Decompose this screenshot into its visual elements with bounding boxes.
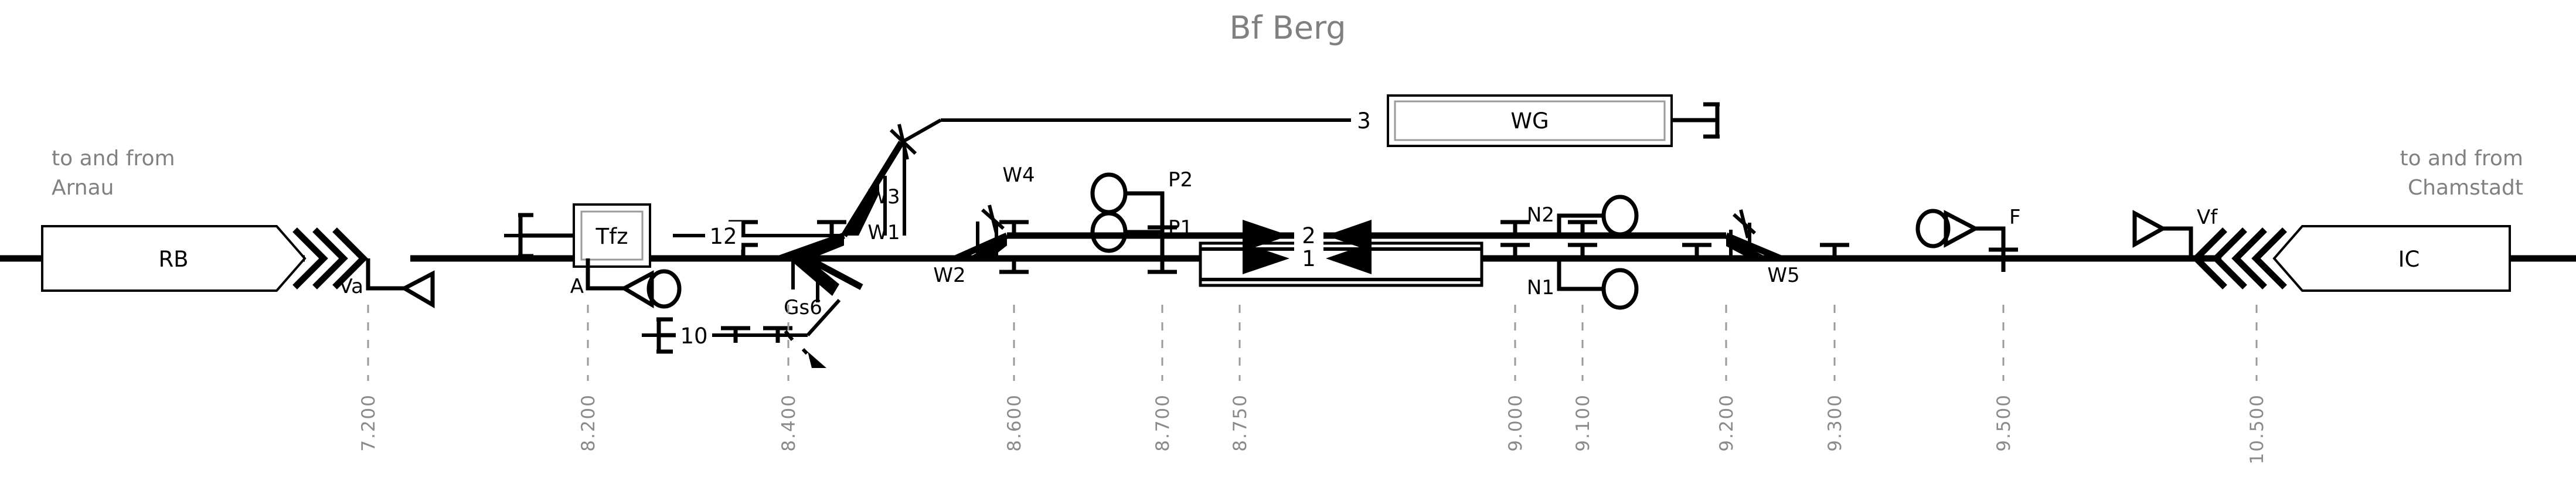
track-1-direction-arrows: [1243, 243, 1372, 274]
signal-p1-label: P1: [1168, 216, 1193, 240]
turnout-w5-label: W5: [1767, 264, 1799, 287]
track-12-label: 12: [709, 224, 737, 249]
track-2-label-bg: [1294, 222, 1323, 249]
km-marker: 9.500: [1993, 305, 2014, 452]
signal-n1-label: N1: [1527, 276, 1554, 299]
km-marker: 8.600: [1004, 305, 1025, 452]
locomotive-shed[interactable]: Tfz: [573, 203, 651, 268]
track-3-label: 3: [1357, 108, 1371, 134]
left-destination-line2: Arnau: [52, 176, 114, 200]
km-label: 8.700: [1152, 394, 1173, 452]
km-label: 7.200: [358, 394, 379, 452]
signal-n1[interactable]: N1: [1527, 258, 1639, 310]
track-2-w5-branch: [1724, 232, 1782, 262]
goods-shed[interactable]: WG: [1387, 94, 1673, 147]
turnout-w1-label: W1: [867, 221, 900, 244]
turnout-w2-lever: [981, 205, 1005, 234]
km-label: 9.000: [1505, 394, 1526, 452]
km-marker: 9.200: [1716, 305, 1737, 452]
km-label: 8.750: [1230, 394, 1251, 452]
signal-f[interactable]: F: [1915, 206, 2021, 258]
track-1-label: 1: [1302, 246, 1316, 271]
km-label: 9.300: [1825, 394, 1846, 452]
gap-chevrons-right: [2192, 227, 2287, 289]
km-label: 8.600: [1004, 394, 1025, 452]
siding-gs6-label: Gs6: [784, 296, 822, 319]
km-label: 10.500: [2247, 394, 2268, 464]
signal-n2[interactable]: N2: [1527, 195, 1639, 237]
track-10-label: 10: [680, 323, 707, 349]
goods-shed-label: WG: [1510, 108, 1549, 134]
turnout-w5-lever: [1733, 209, 1756, 238]
train-left[interactable]: RB: [41, 225, 307, 292]
km-label: 8.400: [778, 394, 799, 452]
train-right[interactable]: IC: [2272, 225, 2511, 292]
signal-va[interactable]: Va: [339, 258, 435, 309]
km-marker: 9.100: [1573, 305, 1594, 452]
km-marker: 8.700: [1152, 305, 1173, 452]
train-right-label: IC: [2398, 247, 2420, 272]
track-2-direction-arrows: [1243, 220, 1372, 251]
km-marker: 7.200: [358, 305, 379, 452]
signal-a-label: A: [570, 275, 584, 298]
track-3-label-bg: [1351, 107, 1377, 134]
signal-a[interactable]: A: [570, 258, 682, 309]
track-1-label-bg: [1294, 245, 1323, 272]
km-marker: 10.500: [2247, 305, 2268, 464]
turnout-w3-label: W3: [867, 185, 900, 209]
turnout-w4-label: W4: [1002, 163, 1035, 187]
km-marker: 9.000: [1505, 305, 1526, 452]
signal-p2-label: P2: [1168, 168, 1193, 192]
km-label: 9.100: [1573, 394, 1594, 452]
km-label: 9.500: [1993, 394, 2014, 452]
signal-n2-label: N2: [1527, 203, 1554, 227]
train-left-label: RB: [158, 247, 188, 272]
turnout-w1-frog: [788, 258, 839, 296]
turnout-w2-label: W2: [933, 264, 965, 287]
km-marker: 8.400: [778, 305, 799, 452]
turnout-w2-frog: [967, 236, 1007, 258]
km-marker: 8.750: [1230, 305, 1251, 452]
right-destination-line1: to and from: [2400, 146, 2523, 171]
gs6-slope: [806, 298, 841, 337]
signal-f-label: F: [2009, 206, 2021, 229]
km-label: 8.200: [578, 394, 599, 452]
turnout-w5-frog: [1726, 236, 1769, 258]
turnout-w3-frog: [788, 236, 844, 258]
track-3-w4-diverge: [841, 141, 904, 237]
signal-va-label: Va: [339, 275, 363, 298]
signal-vf-label: Vf: [2197, 206, 2218, 229]
signal-p2[interactable]: P2: [1090, 168, 1193, 236]
km-marker: 9.300: [1825, 305, 1846, 452]
signal-p1[interactable]: P1: [1090, 211, 1193, 258]
right-destination-line2: Chamstadt: [2408, 176, 2523, 200]
buffer-stop-wg: [1672, 102, 1720, 139]
diagram-title: Bf Berg: [1229, 9, 1346, 46]
left-destination-line1: to and from: [52, 146, 175, 171]
track-3-slope: [900, 118, 942, 144]
gs6-derailer-icon: [784, 330, 826, 368]
turnout-w4-frog: [844, 179, 879, 236]
km-marker: 8.200: [578, 305, 599, 452]
turnout-w4-lever: [889, 124, 917, 160]
track-2-label: 2: [1302, 223, 1316, 248]
gap-chevrons-left: [292, 227, 368, 289]
signal-vf[interactable]: Vf: [2132, 206, 2218, 258]
track-2-w2-branch: [954, 232, 1009, 262]
track-10-label-bg: [676, 321, 712, 349]
km-label: 9.200: [1716, 394, 1737, 452]
km-scale: 7.200 8.200 8.400 8.600 8.700 8.750 9.000 9.100…: [358, 305, 2268, 464]
buffer-stop-tfz: [518, 213, 574, 258]
locomotive-shed-label: Tfz: [595, 224, 628, 249]
track-12-label-bg: [705, 222, 741, 250]
turnout-w3-diverge: [778, 232, 845, 262]
